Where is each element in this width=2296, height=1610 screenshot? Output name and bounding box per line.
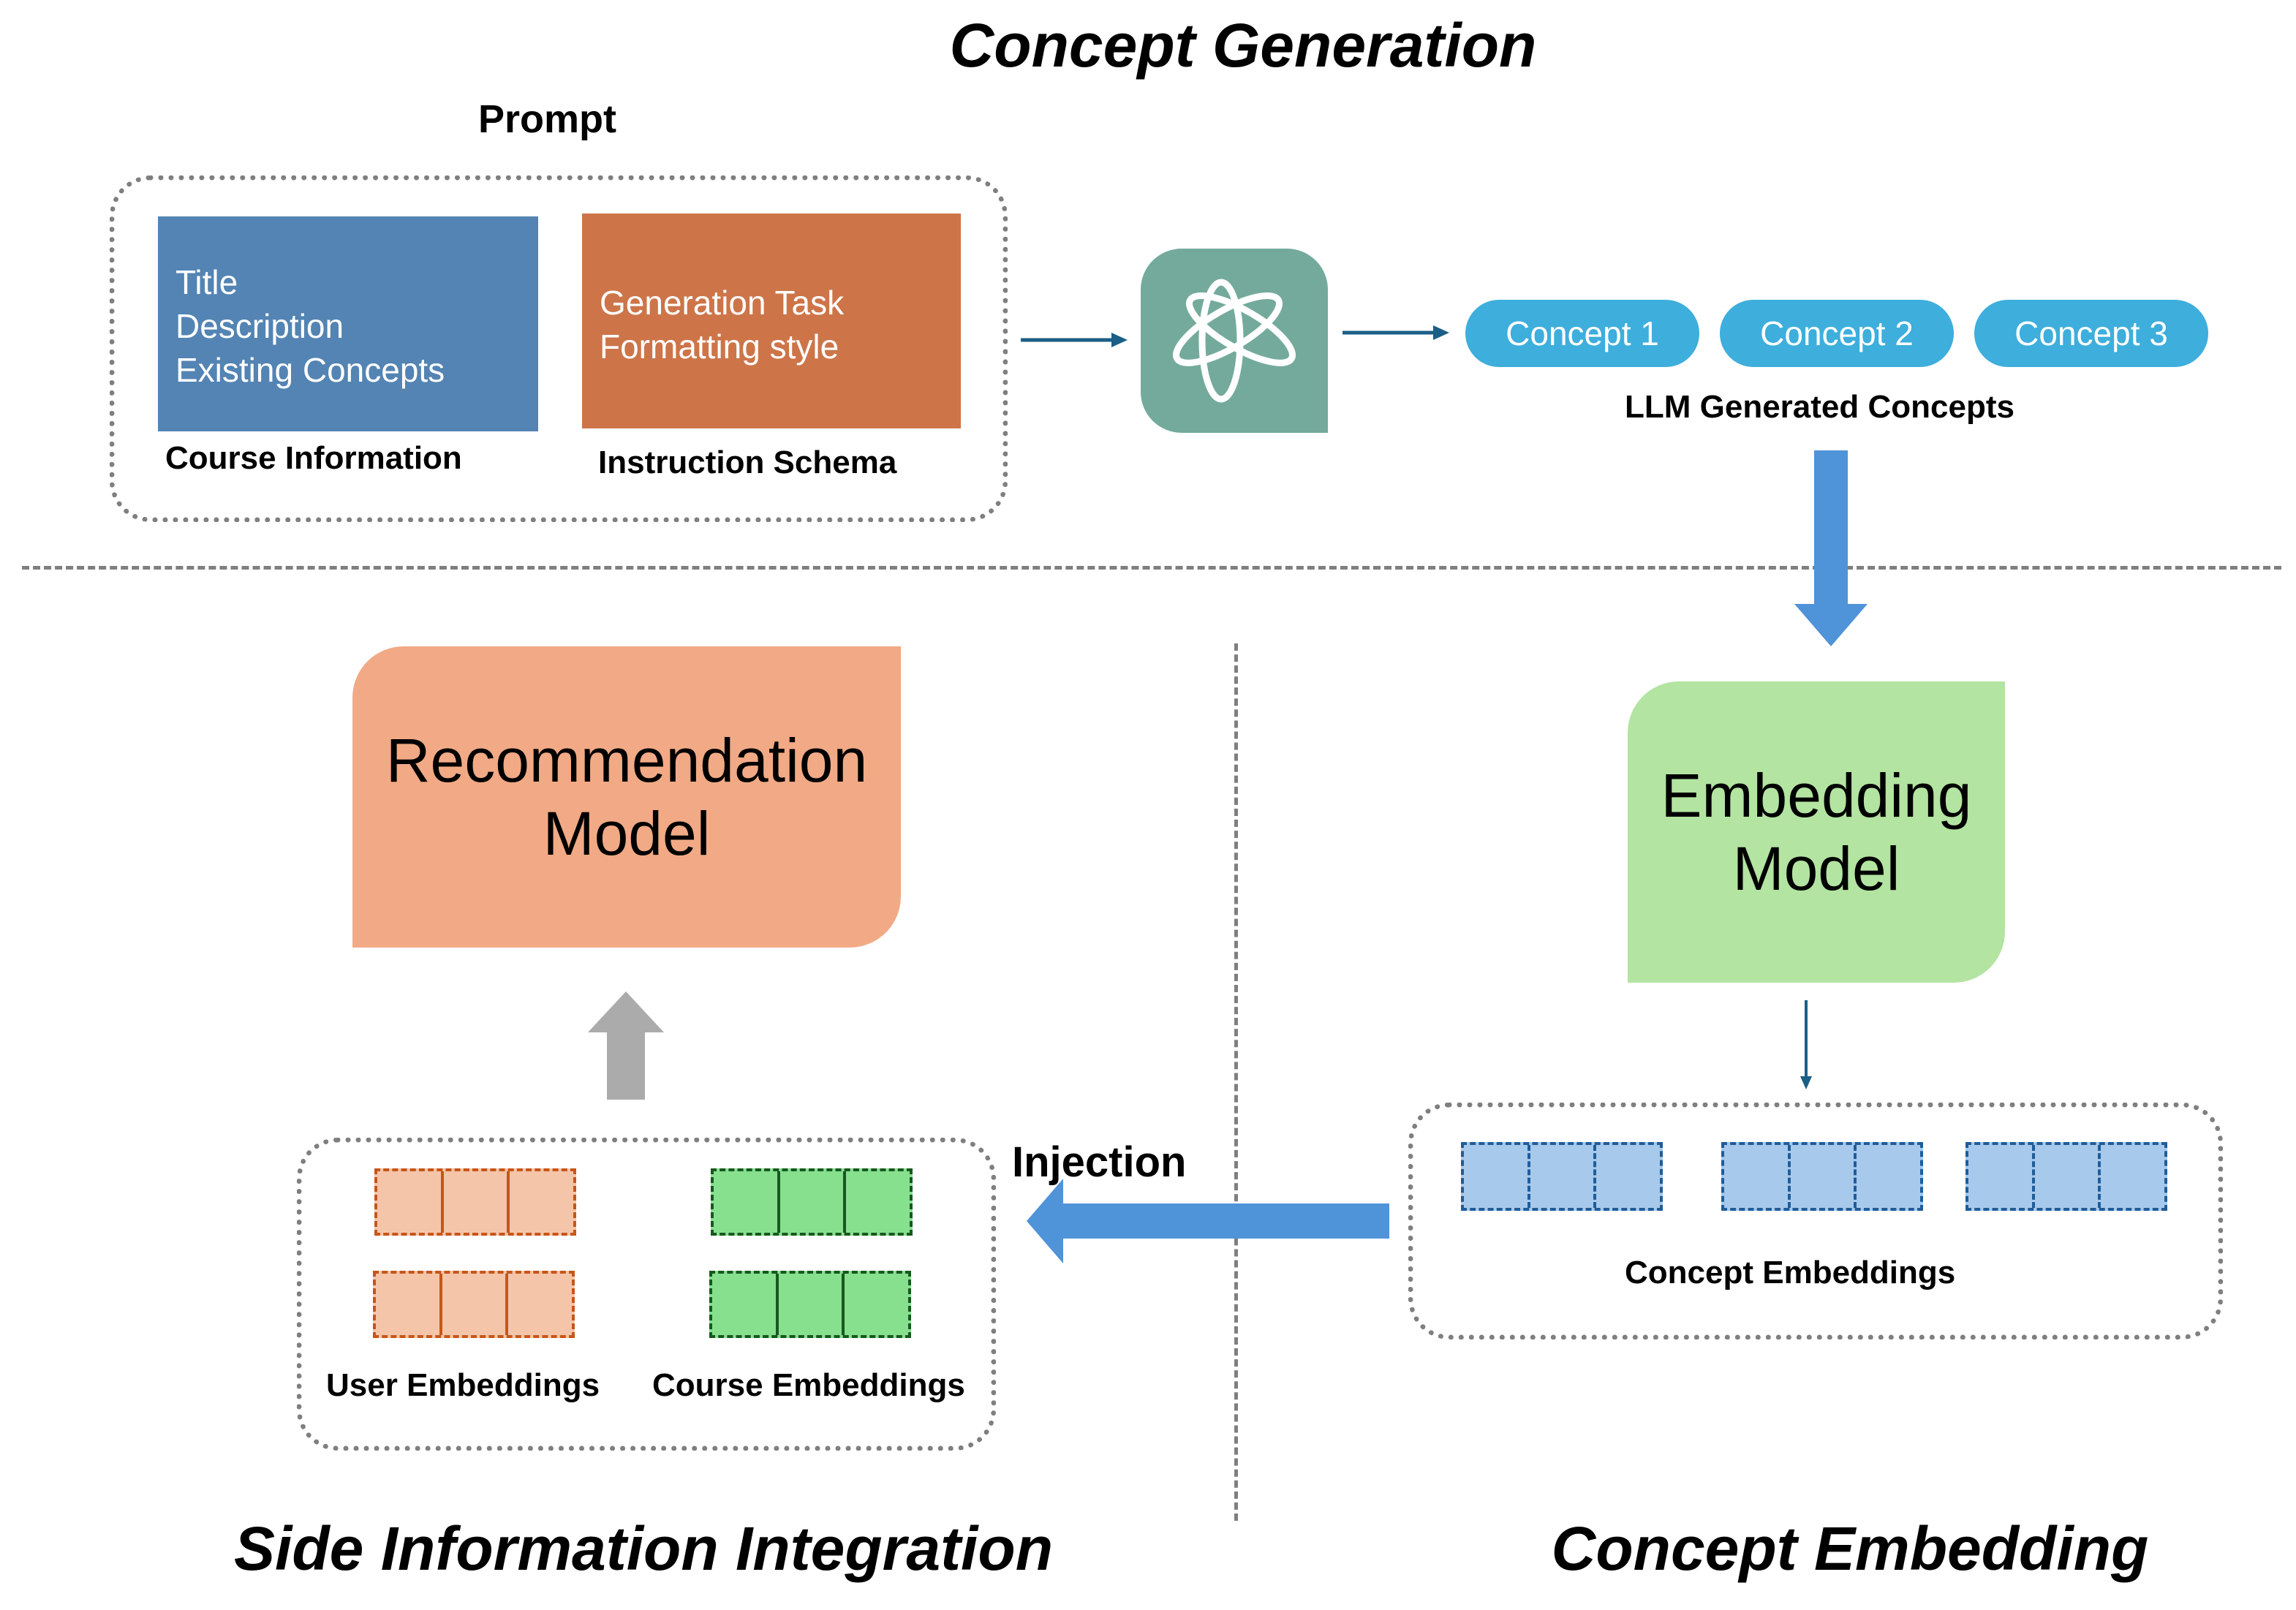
- course-embedding-vector-1: [711, 1168, 913, 1236]
- course-info-line-title: Title: [175, 263, 238, 301]
- vertical-divider: [1234, 643, 1238, 1521]
- course-information-box: Title Description Existing Concepts: [158, 216, 538, 431]
- concept-embedding-vector-1: [1461, 1142, 1663, 1211]
- recommendation-model-line-2: Model: [543, 799, 711, 868]
- course-information-caption: Course Information: [165, 440, 462, 476]
- course-embeddings-caption: Course Embeddings: [652, 1367, 965, 1403]
- llm-box: [1141, 249, 1328, 433]
- openai-logo-icon: [1173, 279, 1296, 403]
- injection-arrow: [1027, 1179, 1389, 1263]
- arrow-side-info-to-recommendation: [588, 991, 664, 1100]
- concept-pill-1: Concept 1: [1465, 300, 1699, 367]
- section-title-side-information-integration: Side Information Integration: [233, 1514, 1053, 1583]
- arrow-prompt-to-llm: [1021, 333, 1128, 347]
- prompt-label: Prompt: [478, 97, 616, 141]
- recommendation-model-box: Recommendation Model: [352, 646, 901, 948]
- user-embedding-vector-1: [374, 1168, 576, 1236]
- prompt-container: [110, 175, 1008, 522]
- course-embedding-vector-2: [709, 1271, 911, 1338]
- concept-embedding-vector-2: [1721, 1142, 1923, 1211]
- horizontal-divider: [22, 566, 2281, 570]
- embedding-model-line-1: Embedding: [1661, 761, 1972, 830]
- course-info-line-description: Description: [175, 307, 344, 345]
- concept-embeddings-container: [1408, 1103, 2223, 1339]
- user-embeddings-caption: User Embeddings: [326, 1367, 600, 1403]
- concept-pill-2: Concept 2: [1720, 300, 1954, 367]
- arrow-embedding-to-concept-embeddings: [1800, 1000, 1812, 1089]
- embedding-model-box: Embedding Model: [1628, 681, 2005, 983]
- arrow-concepts-to-embedding: [1794, 450, 1868, 646]
- concept-embeddings-caption: Concept Embeddings: [1625, 1255, 1956, 1290]
- llm-generated-concepts-caption: LLM Generated Concepts: [1625, 389, 2014, 425]
- section-title-concept-embedding: Concept Embedding: [1551, 1514, 2149, 1583]
- concept-embedding-vector-3: [1965, 1142, 2167, 1211]
- instruction-line-formatting-style: Formatting style: [600, 328, 839, 366]
- instruction-schema-caption: Instruction Schema: [598, 445, 897, 480]
- course-info-line-existing-concepts: Existing Concepts: [175, 351, 445, 389]
- user-embedding-vector-2: [373, 1271, 575, 1338]
- embedding-model-line-2: Model: [1732, 834, 1900, 903]
- section-title-concept-generation: Concept Generation: [949, 11, 1537, 80]
- concept-pill-3: Concept 3: [1974, 300, 2208, 367]
- arrow-llm-to-concepts: [1343, 325, 1449, 340]
- side-information-container: [297, 1138, 996, 1451]
- instruction-line-generation-task: Generation Task: [600, 284, 845, 322]
- injection-label: Injection: [1012, 1138, 1187, 1186]
- recommendation-model-line-1: Recommendation: [385, 726, 868, 795]
- instruction-schema-box: Generation Task Formatting style: [582, 213, 961, 428]
